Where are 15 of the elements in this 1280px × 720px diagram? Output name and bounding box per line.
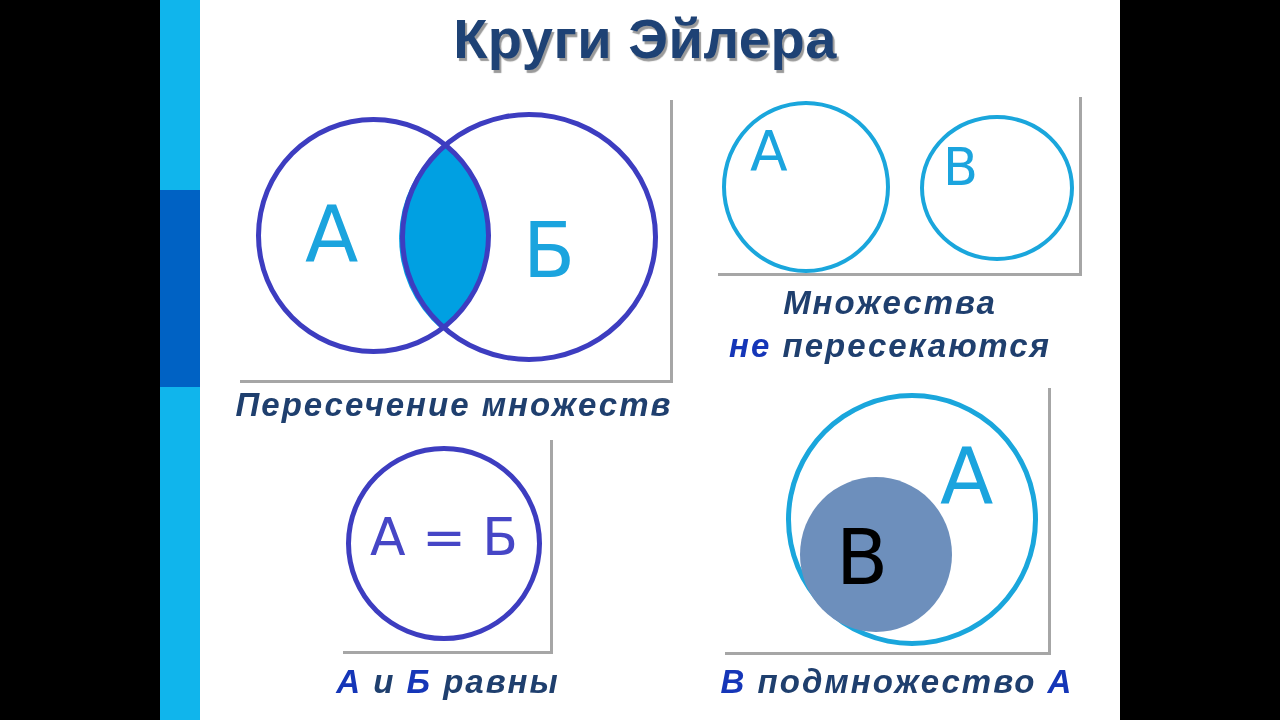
caption: А и Б равны: [336, 662, 560, 702]
caption: Множества не пересекаются: [729, 283, 1051, 366]
caption: В подмножество А: [720, 662, 1074, 702]
set-circle: [786, 393, 1038, 646]
set-label: В: [943, 142, 978, 193]
set-label: Б: [523, 213, 576, 289]
set-label: А = Б: [370, 510, 518, 563]
set-label: А: [940, 438, 994, 516]
title: Круги Эйлера: [453, 8, 837, 70]
set-label: А: [750, 124, 788, 179]
set-circle: [722, 101, 890, 273]
set-label: В: [836, 520, 889, 596]
caption: Пересечение множеств: [235, 385, 673, 425]
set-circle: [920, 115, 1074, 261]
set-label: А: [305, 196, 359, 274]
